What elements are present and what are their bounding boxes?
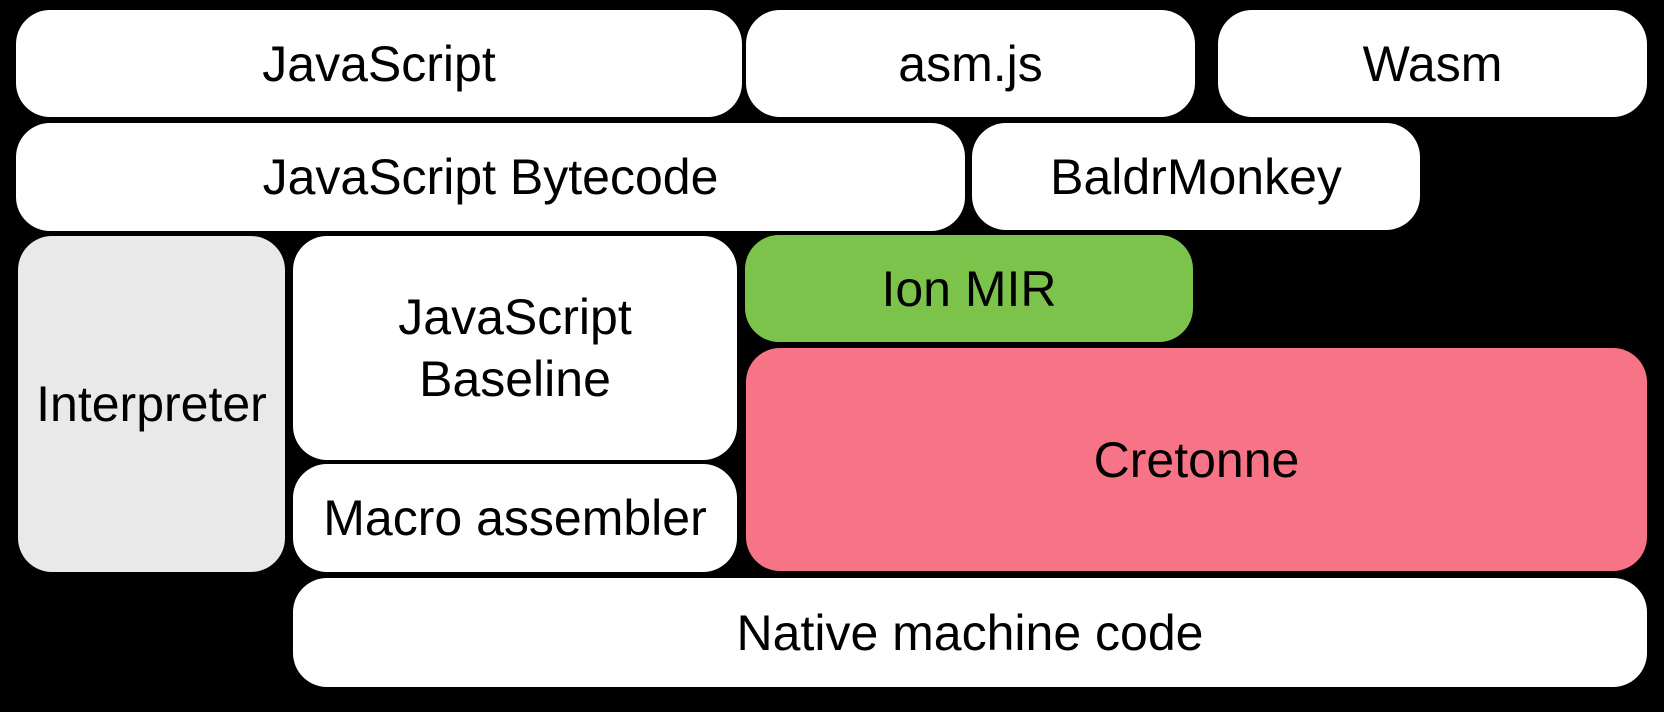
- box-ion-mir-label: Ion MIR: [881, 260, 1057, 317]
- box-interpreter: Interpreter: [18, 236, 285, 572]
- box-cretonne: Cretonne: [746, 348, 1647, 571]
- box-macro-assembler: Macro assembler: [293, 464, 737, 572]
- box-javascript-bytecode-label: JavaScript Bytecode: [262, 149, 719, 205]
- box-interpreter-label: Interpreter: [36, 376, 267, 432]
- box-native-machine-code-label: Native machine code: [736, 604, 1204, 661]
- box-wasm: Wasm: [1218, 10, 1647, 117]
- box-javascript-baseline-label: JavaScript Baseline: [398, 289, 632, 407]
- box-baldrmonkey-label: BaldrMonkey: [1050, 148, 1342, 205]
- box-asmjs-label: asm.js: [898, 35, 1043, 92]
- box-cretonne-label: Cretonne: [1093, 431, 1300, 488]
- box-baldrmonkey: BaldrMonkey: [972, 123, 1420, 230]
- box-javascript-baseline: JavaScript Baseline: [293, 236, 737, 460]
- box-javascript: JavaScript: [16, 10, 742, 117]
- box-native-machine-code: Native machine code: [293, 578, 1647, 687]
- box-ion-mir: Ion MIR: [745, 235, 1193, 342]
- box-macro-assembler-label: Macro assembler: [323, 490, 707, 546]
- box-asmjs: asm.js: [746, 10, 1195, 117]
- box-javascript-bytecode: JavaScript Bytecode: [16, 123, 965, 231]
- box-wasm-label: Wasm: [1362, 35, 1503, 92]
- box-javascript-label: JavaScript: [262, 35, 496, 92]
